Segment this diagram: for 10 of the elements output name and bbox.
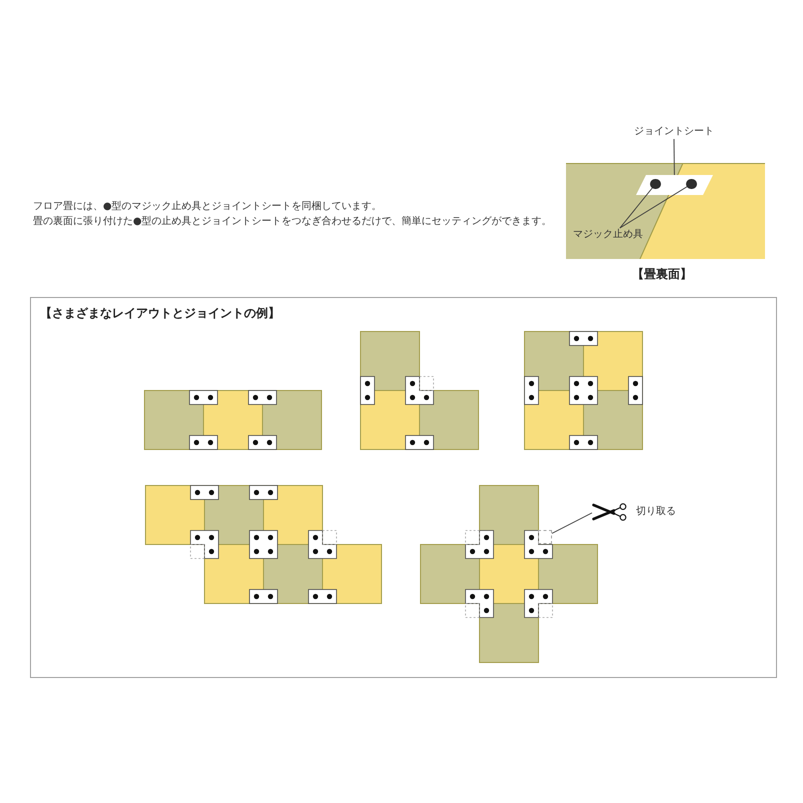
panel-heading: 【さまざまなレイアウトとジョイントの例】 (40, 305, 280, 321)
callout-label: マジック止め具 (573, 228, 643, 242)
figure-caption: 【畳裏面】 (632, 266, 692, 282)
example-panel (30, 297, 777, 678)
leader-line (552, 512, 592, 534)
description-text: フロア畳には、●型のマジック止め具とジョイントシートを同梱しています。 (33, 200, 382, 214)
dashed-cut-area (538, 530, 552, 544)
callout-label: ジョイントシート (634, 125, 714, 139)
callout-label: 切り取る (636, 505, 676, 519)
description-text: 畳の裏面に張り付けた●型の止め具とジョイントシートをつなぎ合わせるだけで、簡単にセッティングができます。 (33, 215, 552, 229)
